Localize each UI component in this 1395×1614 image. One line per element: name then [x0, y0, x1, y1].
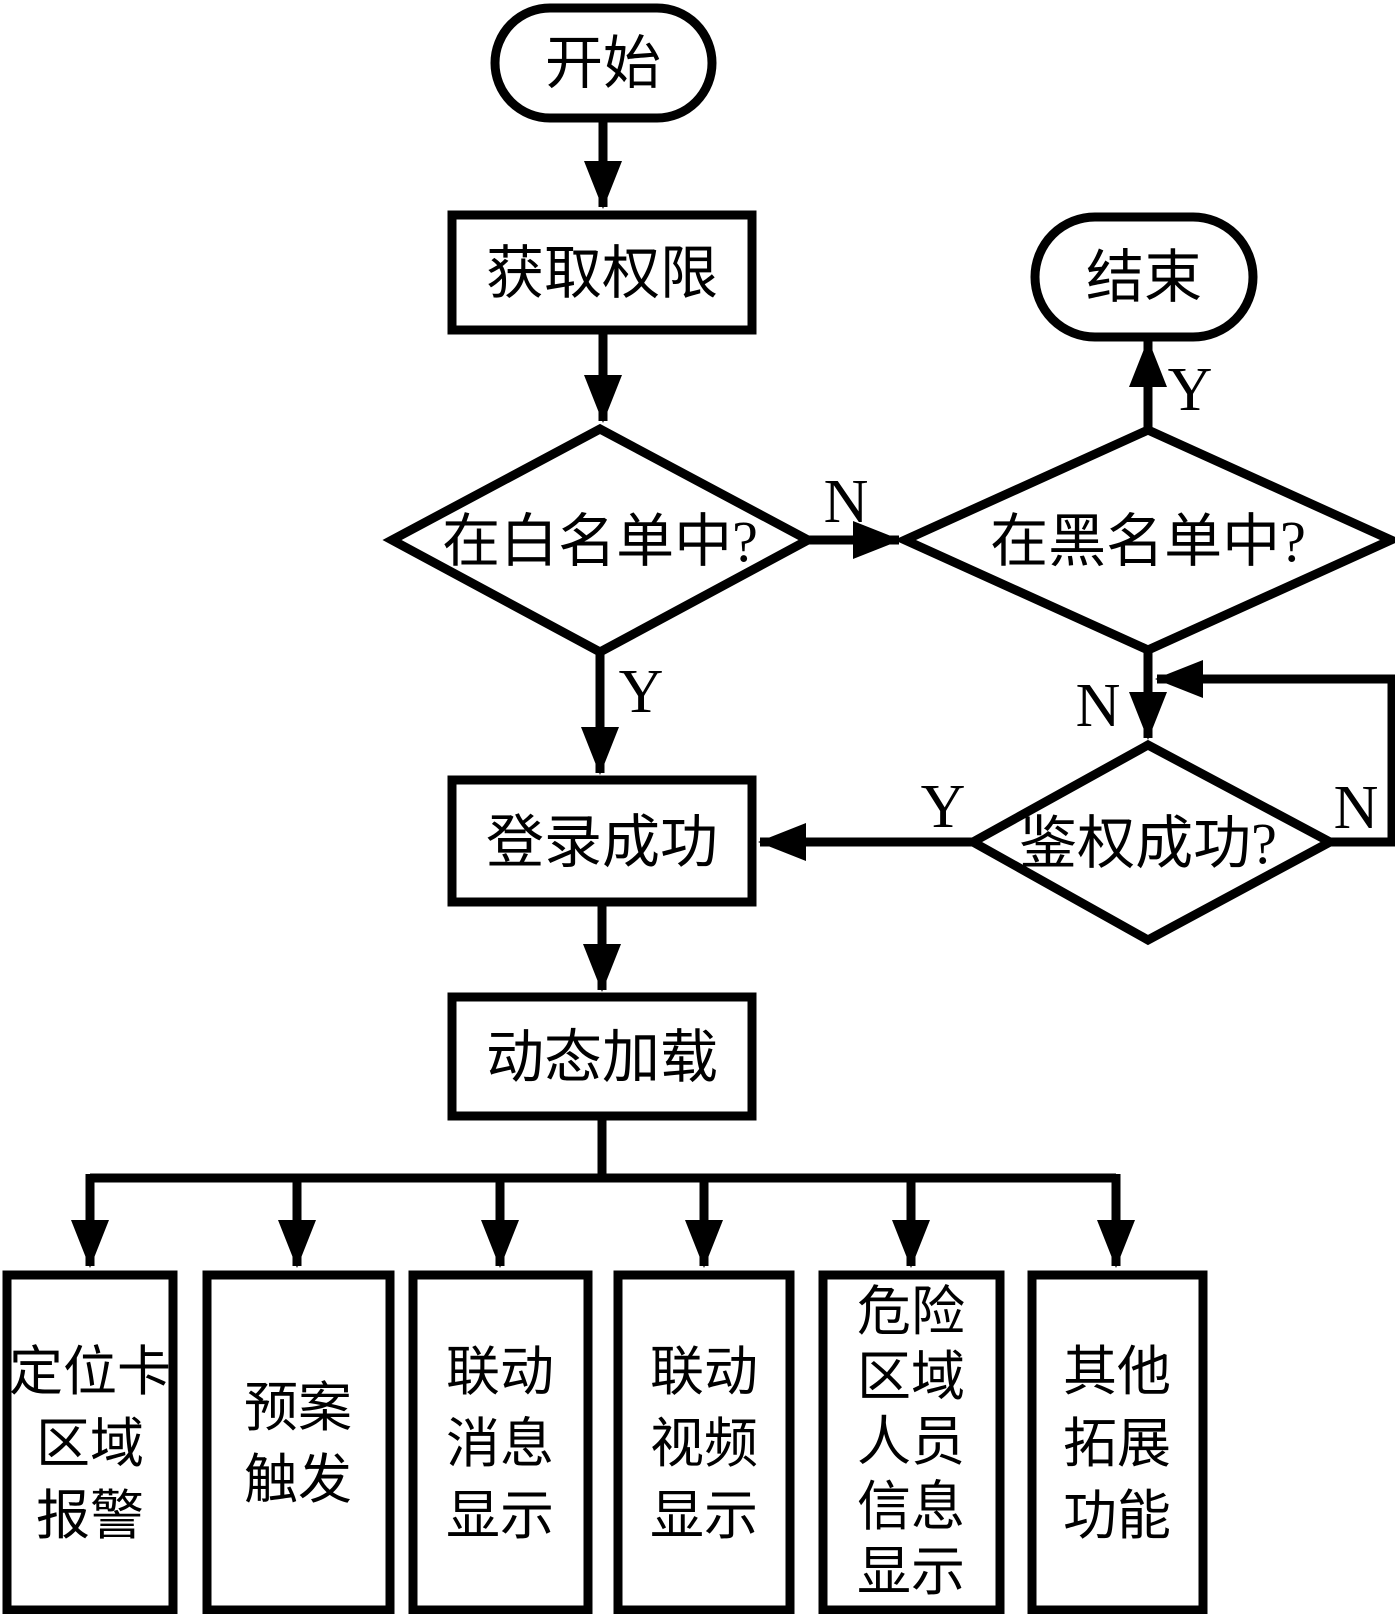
label-whitelist-yes: Y — [619, 658, 664, 726]
acquire-permission-label: 获取权限 — [486, 241, 718, 306]
branch-3-line-2: 消息 — [446, 1414, 554, 1474]
whitelist-check-diamond-shape — [382, 423, 818, 658]
branch-6-line-2: 拓展 — [1063, 1414, 1171, 1474]
branch-6-shape — [1027, 1270, 1208, 1614]
label-auth-yes: Y — [921, 773, 966, 841]
branch-2-shape — [202, 1270, 395, 1614]
dynamic-load-label: 动态加载 — [486, 1025, 718, 1090]
edge-auth-no-loop — [1155, 660, 1395, 847]
branch-5-line-4: 信息 — [857, 1477, 965, 1537]
whitelist-check-label: 在白名单中? — [442, 509, 758, 574]
branch-4-line-1: 联动 — [650, 1342, 758, 1402]
branch-1-line-3: 报警 — [36, 1486, 144, 1546]
node-acquire-permission: 获取权限 — [447, 210, 757, 335]
branch-5-shape — [818, 1270, 1005, 1614]
branch-3-shape — [408, 1270, 593, 1614]
label-blacklist-no: N — [1076, 672, 1121, 740]
branch-box-locating-card-area-alarm: 定位卡 区域 报警 — [2, 1270, 178, 1614]
edges — [71, 118, 1395, 1268]
node-auth-check: 鉴权成功? — [963, 739, 1340, 946]
login-success-shape — [447, 775, 757, 907]
label-auth-no: N — [1334, 774, 1379, 842]
branch-box-linked-video-display: 联动 视频 显示 — [613, 1270, 795, 1614]
end-label: 结束 — [1086, 245, 1202, 310]
node-start: 开始 — [490, 3, 717, 123]
edge-labels: N Y Y N Y N — [619, 356, 1379, 842]
branch-box-other-extended-functions: 其他 拓展 功能 — [1027, 1270, 1208, 1614]
blacklist-check-diamond-shape — [894, 425, 1395, 655]
branch-1-shape — [2, 1270, 178, 1614]
branch-box-linked-message-display: 联动 消息 显示 — [408, 1270, 593, 1614]
branch-6-line-1: 其他 — [1063, 1342, 1171, 1402]
label-blacklist-yes: Y — [1168, 356, 1213, 424]
branch-6-line-3: 功能 — [1063, 1486, 1171, 1546]
login-success-label: 登录成功 — [486, 810, 718, 875]
node-login-success: 登录成功 — [447, 775, 757, 907]
branch-4-shape — [613, 1270, 795, 1614]
branch-1-line-1: 定位卡 — [9, 1342, 171, 1402]
branch-1-line-2: 区域 — [36, 1414, 144, 1474]
branch-box-danger-area-personnel-info-display: 危险 区域 人员 信息 显示 — [818, 1270, 1005, 1614]
label-whitelist-no: N — [824, 468, 869, 536]
branch-2-line-2: 触发 — [244, 1450, 352, 1510]
auth-check-diamond-shape — [963, 739, 1340, 946]
branch-5-line-3: 人员 — [857, 1412, 965, 1472]
branch-5-line-1: 危险 — [857, 1282, 965, 1342]
branch-2-line-1: 预案 — [244, 1378, 352, 1438]
acquire-permission-shape — [447, 210, 757, 335]
node-blacklist-check: 在黑名单中? — [894, 425, 1395, 655]
branch-3-line-1: 联动 — [446, 1342, 554, 1402]
node-whitelist-check: 在白名单中? — [382, 423, 818, 658]
branch-5-line-2: 区域 — [857, 1347, 965, 1407]
branch-3-line-3: 显示 — [446, 1486, 554, 1546]
start-label: 开始 — [545, 31, 661, 96]
branch-4-line-3: 显示 — [650, 1486, 758, 1546]
dynamic-load-shape — [447, 992, 757, 1121]
auth-check-label: 鉴权成功? — [1019, 811, 1277, 876]
branch-4-line-2: 视频 — [650, 1414, 758, 1474]
branch-5-line-5: 显示 — [857, 1542, 965, 1602]
blacklist-check-label: 在黑名单中? — [990, 509, 1306, 574]
branch-box-plan-trigger: 预案 触发 — [202, 1270, 395, 1614]
start-terminator-shape — [490, 3, 717, 123]
node-end: 结束 — [1030, 212, 1258, 342]
end-terminator-shape — [1030, 212, 1258, 342]
node-dynamic-load: 动态加载 — [447, 992, 757, 1121]
